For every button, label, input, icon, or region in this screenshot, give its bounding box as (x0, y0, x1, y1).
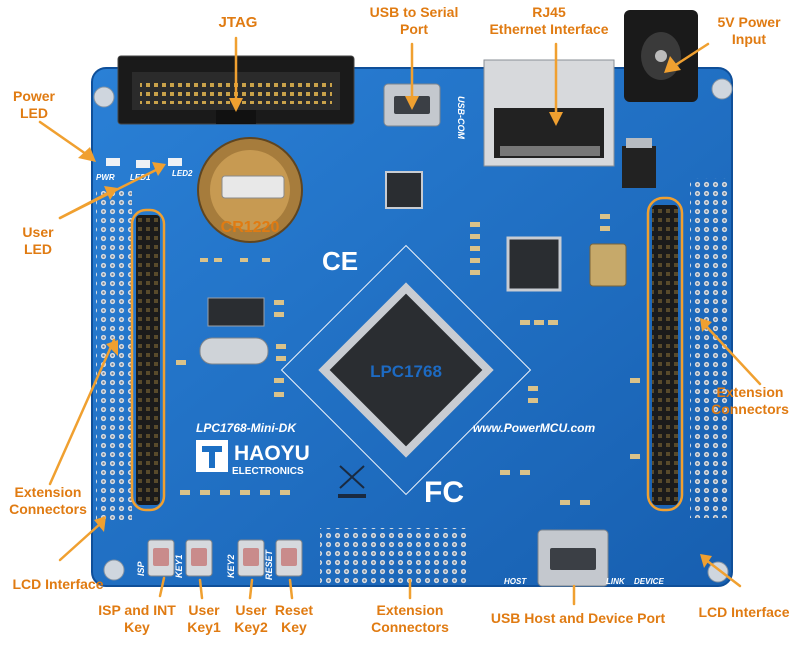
label-rj45-line2: Ethernet Interface (489, 21, 609, 37)
label-isp-line2: Key (124, 619, 150, 635)
crystal-y2 (207, 297, 265, 327)
website-label: www.PowerMCU.com (473, 421, 596, 435)
mcu-label: LPC1768 (370, 362, 442, 381)
mount-hole-br (707, 561, 729, 583)
label-lcd-left-text: LCD Interface (12, 576, 104, 592)
buttons (147, 539, 303, 577)
proto-holes-bottom (320, 528, 470, 584)
proto-holes-right (690, 178, 728, 518)
ethernet-phy (506, 236, 562, 292)
mcu-outline (280, 244, 532, 496)
label-ext-bottom-line1: Extension (376, 602, 444, 618)
label-power-led-line2: LED (20, 105, 48, 121)
label-key2-line2: Key2 (234, 619, 268, 635)
label-ext-right-line2: Connectors (711, 401, 789, 417)
proto-holes-left (96, 190, 132, 520)
label-ext-bottom-line2: Connectors (371, 619, 449, 635)
power-led (106, 158, 120, 166)
model-label: LPC1768-Mini-DK (196, 421, 297, 435)
brand-sub-label: ELECTRONICS (232, 466, 304, 477)
label-reset-line1: Reset (274, 602, 314, 618)
label-usb-serial-line1: USB to Serial (369, 4, 459, 20)
ext-header-right-outline (646, 196, 684, 512)
crystal-u3 (589, 243, 627, 287)
label-rj45-line1: RJ45 (532, 4, 566, 20)
label-user-led-line2: LED (24, 241, 52, 257)
ce-mark: CE (322, 246, 358, 276)
isp-silk: ISP (136, 560, 146, 576)
label-ext-right-line1: Extension (716, 384, 784, 400)
led2-silk: LED2 (172, 169, 193, 178)
label-power-led-line1: Power (12, 88, 55, 104)
label-isp-line1: ISP and INT (98, 602, 176, 618)
link-silk: LINK (606, 577, 626, 586)
smd-components (176, 214, 640, 505)
user-led-2 (168, 158, 182, 166)
label-ext-left-line1: Extension (14, 484, 82, 500)
pwr-silk: PWR (96, 173, 115, 182)
label-usb-host: USB Host and Device Port (480, 610, 676, 627)
usb-com-label: USB-COM (456, 96, 466, 139)
label-jtag: JTAG (216, 14, 260, 31)
label-key1-line2: Key1 (187, 619, 221, 635)
usb-serial-chip (385, 171, 423, 209)
label-usb-serial-line2: Port (400, 21, 428, 37)
brand-label: HAOYU (234, 442, 310, 465)
label-usb-host-text: USB Host and Device Port (490, 610, 666, 626)
fc-mark: FC (424, 476, 464, 509)
label-key2-line1: User (235, 602, 267, 618)
mount-hole-tr (711, 78, 733, 100)
reset-silk: RESET (264, 548, 274, 580)
callout-arrows (38, 36, 762, 606)
mount-hole-tl (93, 86, 115, 108)
crystal-main (199, 337, 269, 365)
mcu-chip (329, 293, 483, 447)
label-jtag-text: JTAG (218, 14, 258, 31)
label-lcd-left: LCD Interface (4, 576, 112, 593)
label-lcd-right-text: LCD Interface (698, 604, 790, 620)
silkscreen (196, 440, 366, 498)
ext-header-left-outline (130, 208, 166, 512)
label-user-led-line1: User (22, 224, 54, 240)
mount-hole-bl (103, 559, 125, 581)
device-silk: DEVICE (634, 577, 664, 586)
label-power-input-line2: Input (731, 31, 767, 47)
label-lcd-right: LCD Interface (690, 604, 798, 621)
key2-silk: KEY2 (226, 554, 236, 578)
label-power-input-line1: 5V Power (717, 14, 781, 30)
label-ext-left-line2: Connectors (9, 501, 87, 517)
label-reset-line2: Key (281, 619, 307, 635)
user-led-1 (136, 160, 150, 168)
battery-label: CR1220 (221, 219, 280, 236)
voltage-regulator (622, 146, 656, 188)
host-silk: HOST (504, 577, 527, 586)
label-key1-line1: User (188, 602, 220, 618)
key1-silk: KEY1 (174, 554, 184, 578)
